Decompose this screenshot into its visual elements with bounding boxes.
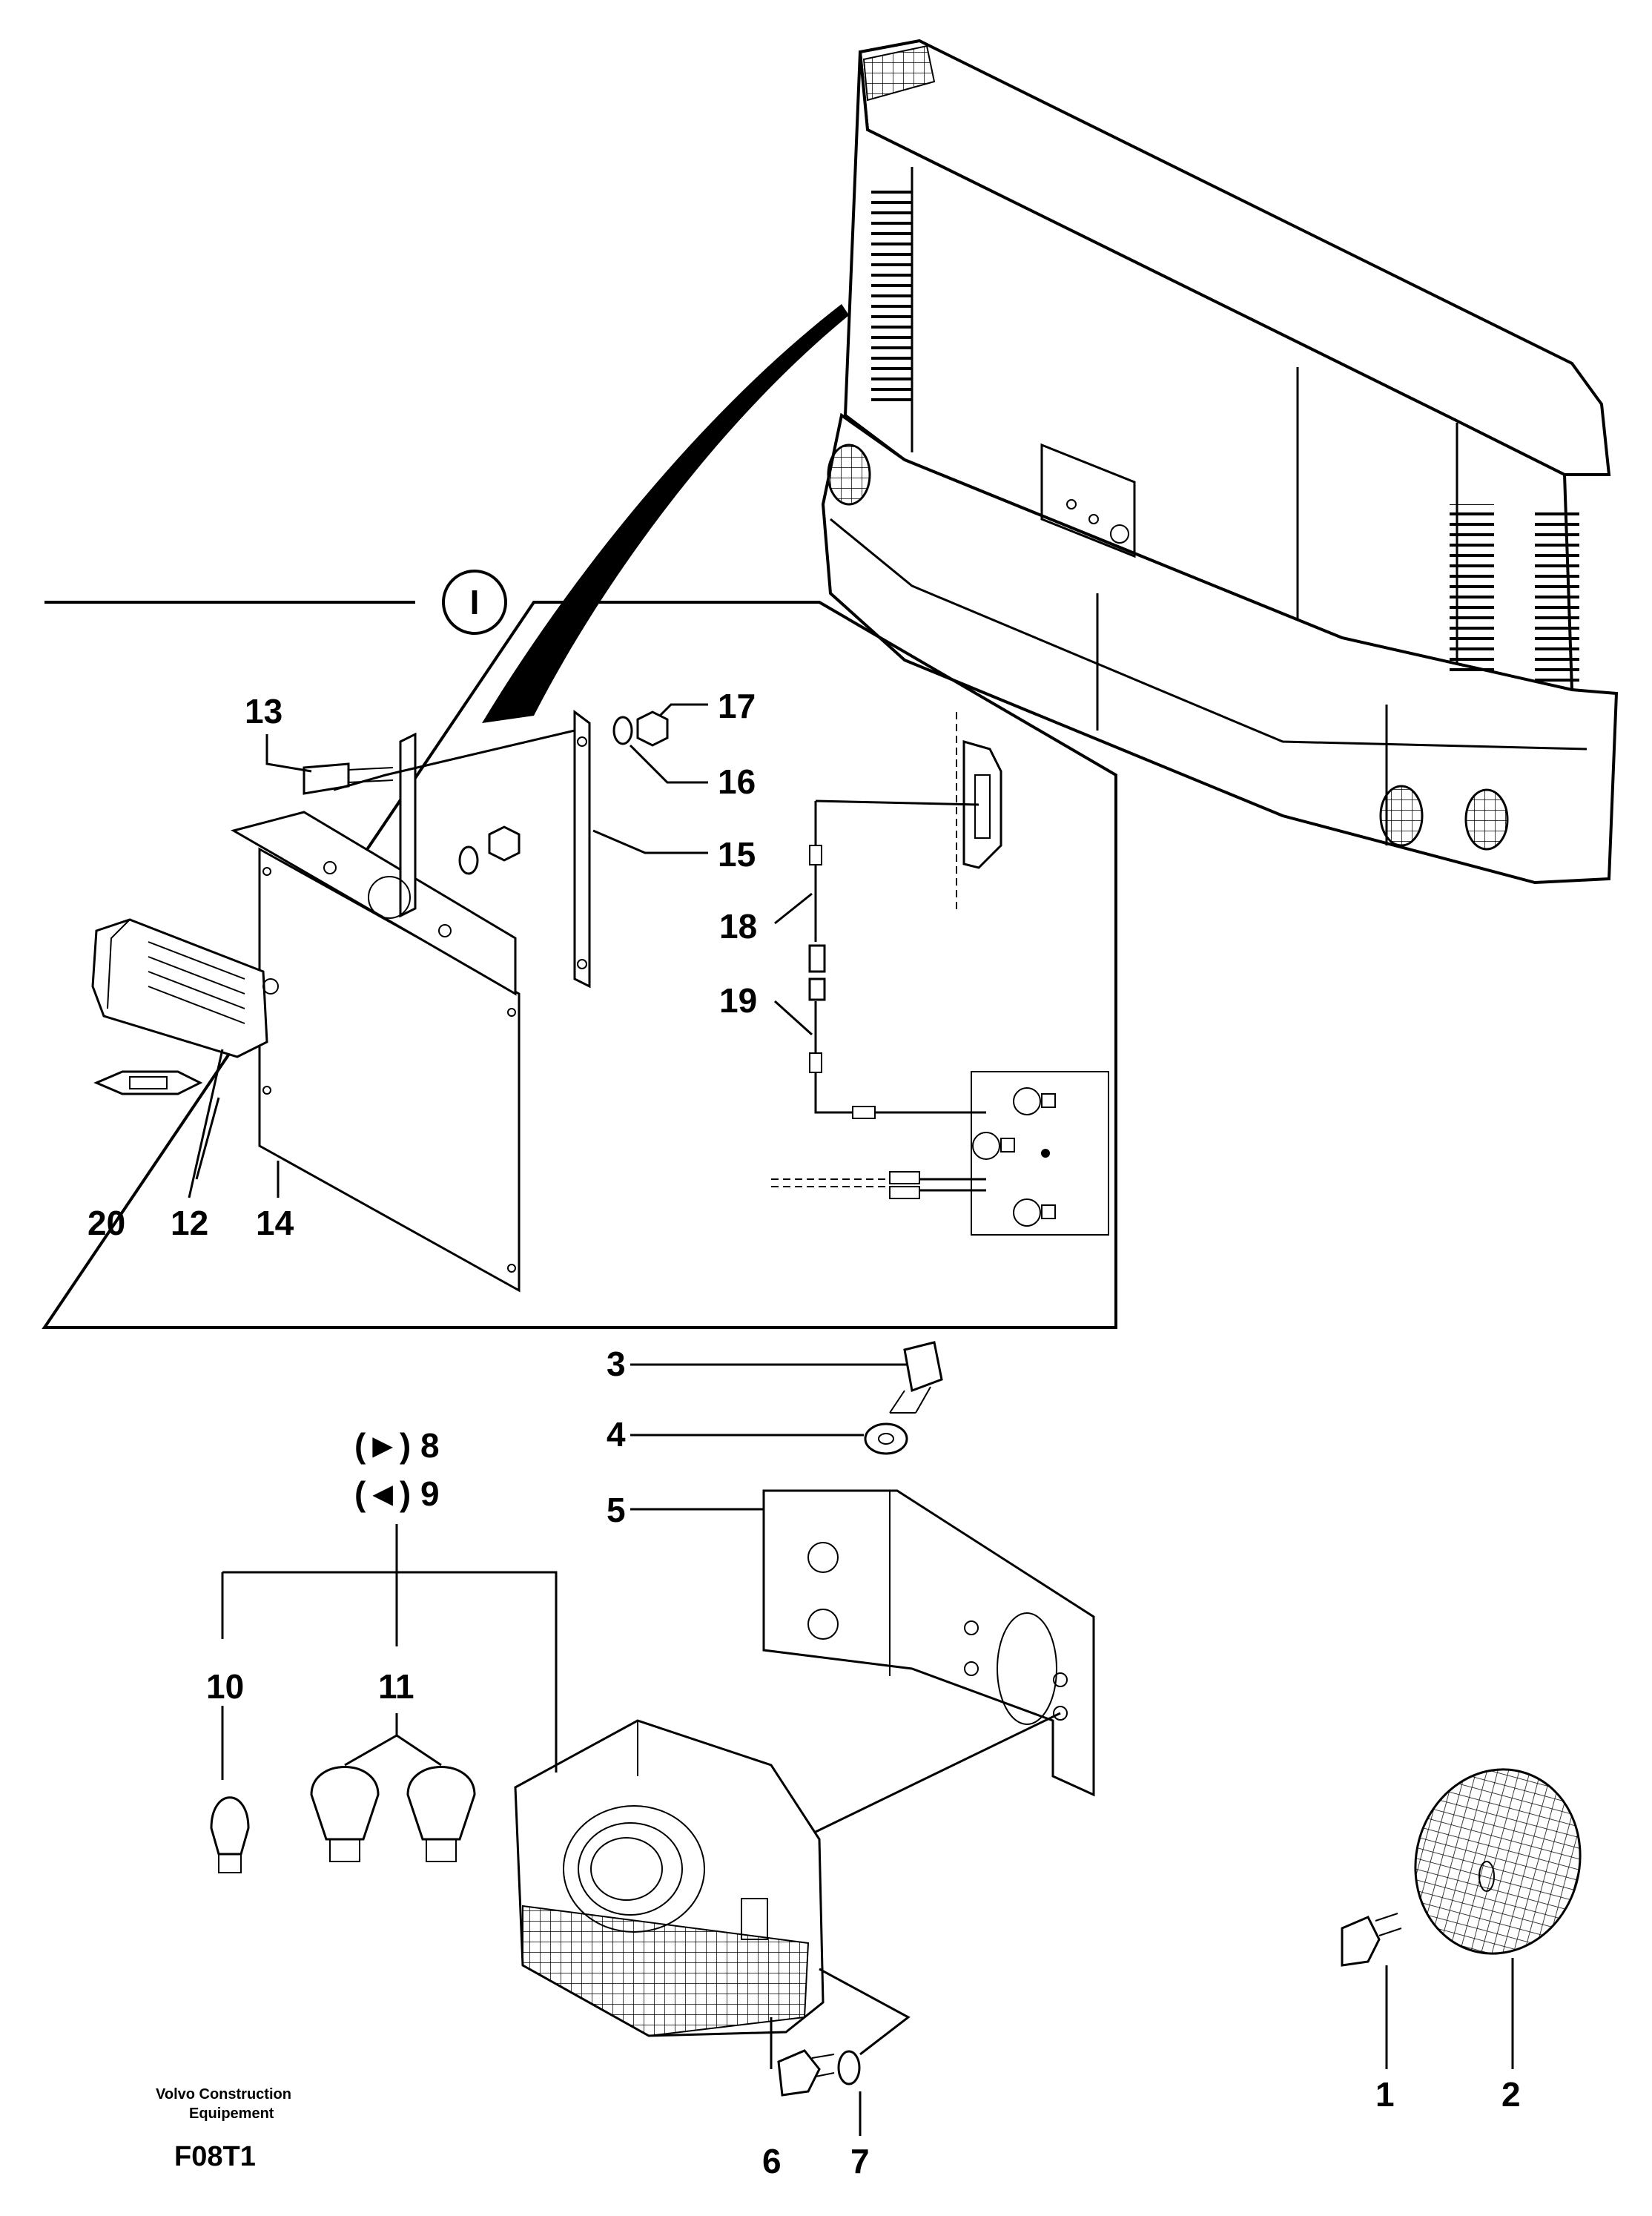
callout-6: 6 — [762, 2142, 782, 2180]
callout-16: 16 — [718, 762, 756, 801]
washer-16 — [612, 716, 633, 745]
callout-7: 7 — [850, 2142, 870, 2180]
callout-2: 2 — [1501, 2075, 1521, 2114]
brand-line-1: Volvo Construction — [156, 2086, 291, 2103]
callout-13: 13 — [245, 692, 283, 731]
tail-lamp — [514, 1719, 825, 2037]
nut-17 — [636, 710, 669, 747]
wiring-schematic — [771, 712, 1109, 1236]
washer-7 — [837, 2050, 861, 2085]
callout-3: 3 — [607, 1345, 626, 1383]
brand-line-2: Equipement — [189, 2105, 274, 2122]
callout-20: 20 — [87, 1204, 125, 1242]
callout-labels: 13 17 16 15 18 19 20 12 14 3 4 5 (►) 8 (… — [87, 687, 1521, 2180]
screw-13 — [303, 762, 350, 795]
reflector — [1414, 1768, 1582, 1955]
detail-marker-circle — [442, 570, 507, 635]
bulb-dual-filament-pair — [310, 1766, 476, 1862]
detail-marker-label: I — [470, 583, 480, 621]
license-plate-bracket — [231, 732, 521, 1293]
leader-lines — [188, 703, 1514, 2136]
callout-4: 4 — [607, 1415, 626, 1454]
callout-19: 19 — [719, 981, 757, 1020]
bolt-3 — [903, 1341, 943, 1393]
callout-9: (◄) 9 — [354, 1474, 440, 1513]
screw-1 — [1341, 1916, 1381, 1967]
washer-4 — [864, 1422, 908, 1455]
detail-box: I — [42, 570, 1117, 1329]
machine-counterweight — [821, 39, 1619, 885]
bolt-6 — [777, 2049, 821, 2097]
callout-15: 15 — [718, 835, 756, 874]
detail-pointer-arrow — [482, 304, 849, 723]
callout-10: 10 — [206, 1667, 244, 1706]
callout-11: 11 — [378, 1667, 414, 1706]
callout-5: 5 — [607, 1491, 626, 1529]
callout-18: 18 — [719, 907, 757, 946]
callout-8: (►) 8 — [354, 1426, 440, 1465]
lamp-bracket — [762, 1489, 1095, 1797]
callout-14: 14 — [256, 1204, 294, 1242]
callout-17: 17 — [718, 687, 756, 725]
bracket-strip — [573, 710, 591, 989]
festoon-bulb — [93, 1070, 203, 1095]
callout-1: 1 — [1375, 2075, 1395, 2114]
license-plate-lamp — [91, 918, 279, 1058]
figure-code: F08T1 — [174, 2141, 256, 2172]
bulb-single-filament — [210, 1796, 250, 1873]
callout-12: 12 — [171, 1204, 208, 1242]
